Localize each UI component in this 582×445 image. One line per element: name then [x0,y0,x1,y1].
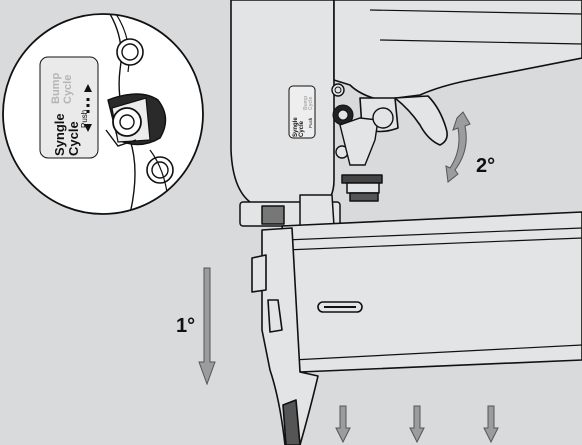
inset-single-line1: Syngle [52,113,67,156]
inset-bump-line2: Cycle [62,75,74,104]
arrow-down-2 [409,405,425,444]
selector-small: Syngle Cycle Bump Cycle Push [288,83,394,166]
small-single-line2: Cycle [299,120,305,137]
inset-push-arrow [84,84,92,132]
small-bump-line2: Cycle [308,96,314,110]
label-step-one: 1° [176,315,195,337]
arrow-down-1 [335,405,351,444]
selector-inset: Syngle Cycle Bump Cycle Push [2,13,204,215]
tool-housing [230,0,582,209]
inset-single-line2: Cycle [66,121,81,156]
nose-mechanism [239,174,383,227]
arrow-step-two [445,111,471,183]
label-step-two: 2° [476,155,495,177]
small-push-label: Push [308,117,313,128]
inset-bump-line1: Bump [50,73,62,104]
small-bump-line1: Bump [303,96,309,110]
arrow-step-one [198,267,216,386]
arrow-down-3 [483,405,499,444]
magazine [281,211,582,373]
inset-push-label: Push [80,110,89,128]
nose-piece [251,227,319,445]
small-single-line1: Syngle [293,117,299,137]
